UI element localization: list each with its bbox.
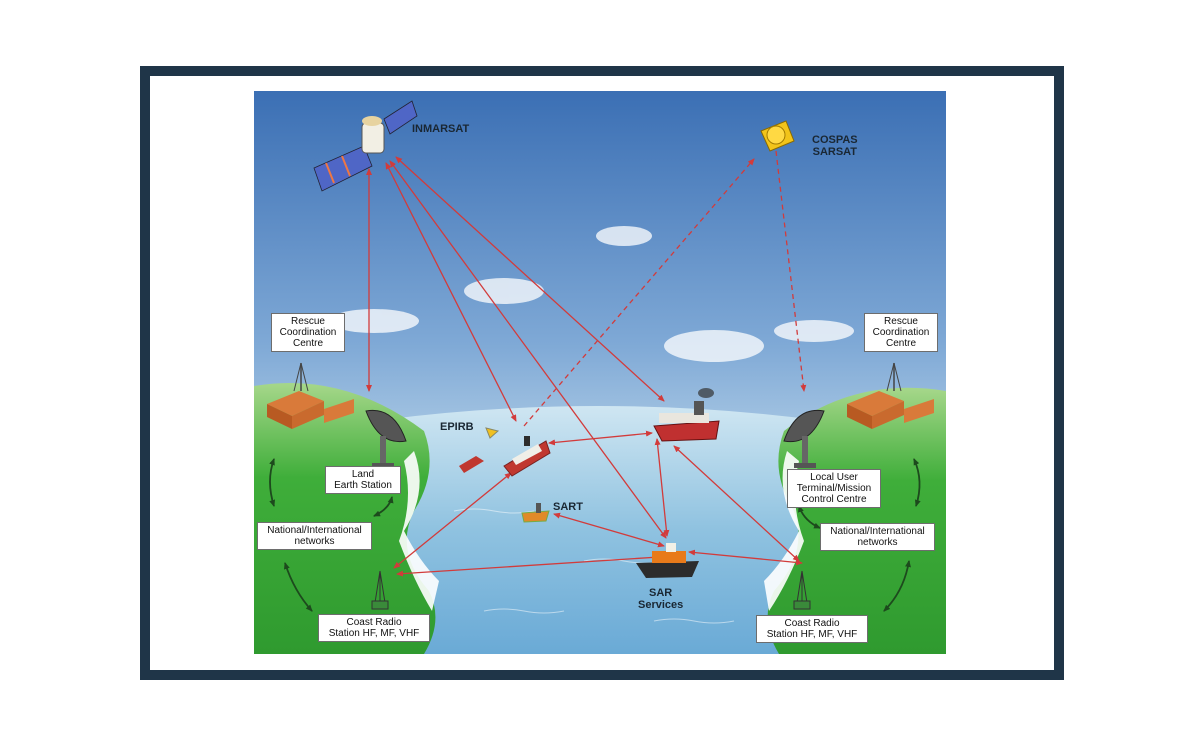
right-rcc-building-icon — [847, 362, 934, 429]
left-radio-tower-icon — [371, 570, 389, 610]
gmdss-diagram: INMARSAT COSPAS SARSAT EPIRB SART SAR Se… — [254, 91, 946, 654]
sar-vessel-icon — [636, 543, 699, 578]
sart-liferaft-icon — [521, 503, 550, 523]
lut-mcc-box: Local User Terminal/Mission Control Cent… — [787, 469, 881, 508]
sar-services-label: SAR Services — [638, 587, 684, 611]
cospas-sarsat-satellite-icon — [760, 120, 795, 152]
land-earth-station-box: Land Earth Station — [325, 466, 401, 494]
distressed-ship-icon — [459, 436, 551, 477]
epirb-label: EPIRB — [440, 421, 474, 433]
cospas-sarsat-label: COSPAS SARSAT — [812, 134, 858, 158]
inmarsat-label: INMARSAT — [412, 123, 470, 135]
right-coast-radio-box: Coast Radio Station HF, MF, VHF — [756, 615, 868, 643]
left-rcc-building-icon — [267, 362, 354, 429]
left-networks-box: National/International networks — [257, 522, 372, 550]
right-radio-tower-icon — [793, 570, 811, 610]
sart-label: SART — [553, 501, 583, 513]
left-earth-station-dish-icon — [365, 409, 407, 468]
left-rcc-box: Rescue Coordination Centre — [271, 313, 345, 352]
left-coast-radio-box: Coast Radio Station HF, MF, VHF — [318, 614, 430, 642]
epirb-beacon-icon — [485, 427, 500, 439]
inmarsat-satellite-icon — [313, 100, 418, 192]
right-lut-dish-icon — [783, 409, 825, 468]
network-links — [269, 458, 921, 612]
diagram-canvas — [254, 91, 946, 654]
cargo-ship-icon — [653, 388, 720, 442]
radio-links — [366, 156, 803, 577]
right-networks-box: National/International networks — [820, 523, 935, 551]
right-rcc-box: Rescue Coordination Centre — [864, 313, 938, 352]
